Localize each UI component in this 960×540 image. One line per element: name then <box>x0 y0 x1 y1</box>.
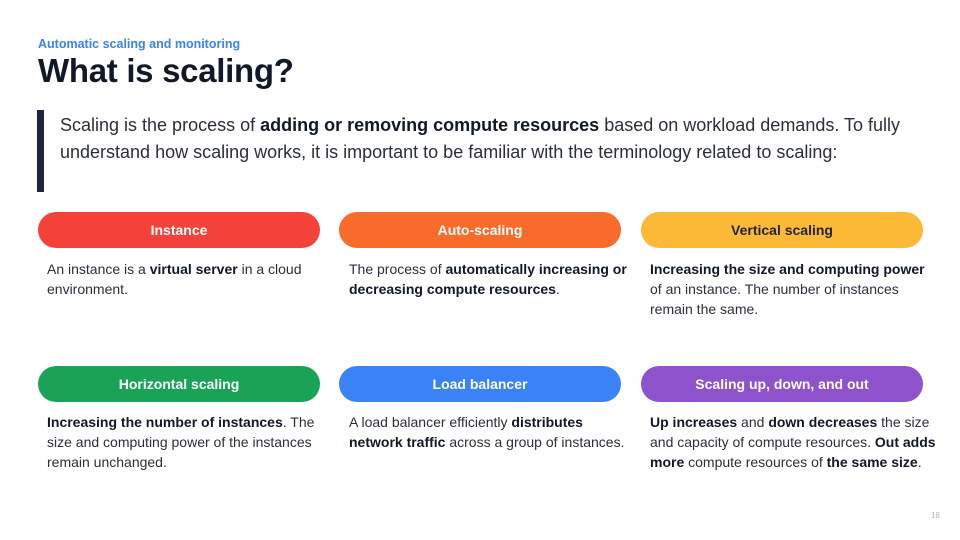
scaling-up-down-out-pill: Scaling up, down, and out <box>641 366 923 402</box>
section-eyebrow: Automatic scaling and monitoring <box>38 37 241 51</box>
load-balancer-pill: Load balancer <box>339 366 621 402</box>
intro-accent-bar <box>37 110 44 192</box>
load-balancer-description: A load balancer efficiently distributes … <box>349 414 625 450</box>
page-title: What is scaling? <box>38 52 294 89</box>
auto-scaling-pill: Auto-scaling <box>339 212 621 248</box>
instance-description: An instance is a virtual server in a clo… <box>47 261 302 297</box>
horizontal-scaling-pill: Horizontal scaling <box>38 366 320 402</box>
instance-pill: Instance <box>38 212 320 248</box>
scaling-up-down-out-description: Up increases and down decreases the size… <box>650 414 936 470</box>
horizontal-scaling-description: Increasing the number of instances. The … <box>47 414 315 470</box>
auto-scaling-description: The process of automatically increasing … <box>349 261 627 297</box>
vertical-scaling-pill: Vertical scaling <box>641 212 923 248</box>
vertical-scaling-description: Increasing the size and computing power … <box>650 261 925 317</box>
intro-paragraph: Scaling is the process of adding or remo… <box>60 115 901 162</box>
page-number: 18 <box>931 511 940 520</box>
